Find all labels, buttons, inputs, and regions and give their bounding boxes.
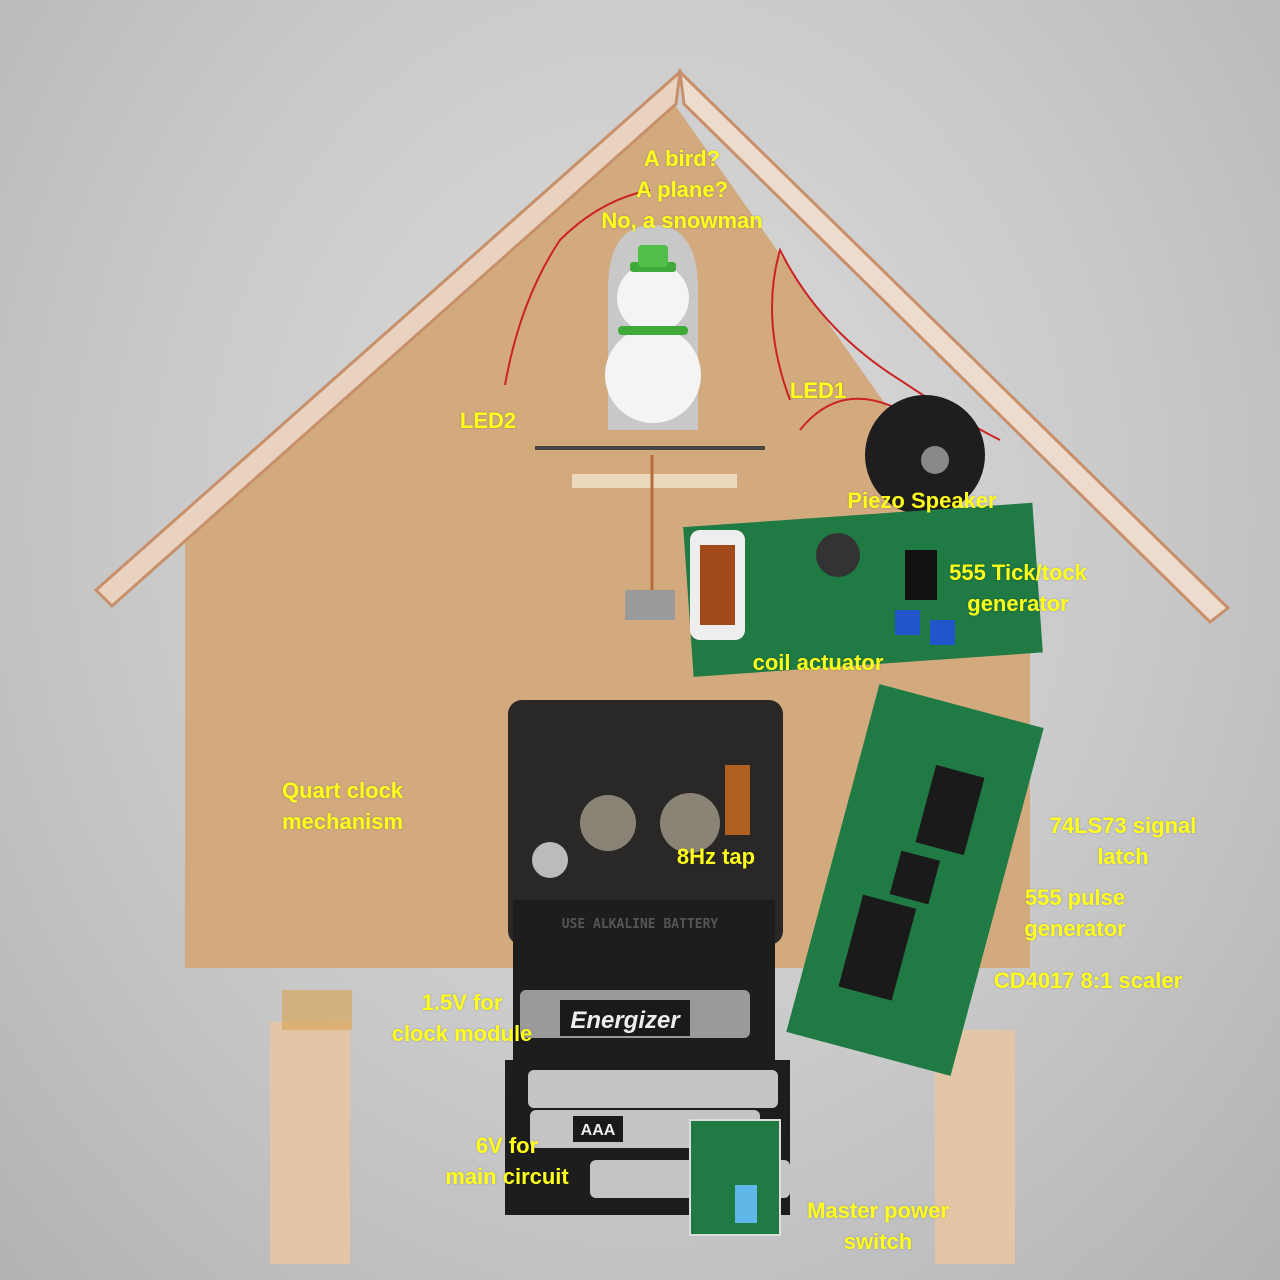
main-battery-label-line: main circuit (445, 1164, 569, 1189)
ic-cd4017 (838, 894, 917, 1001)
energizer-print: Energizer (570, 1007, 681, 1034)
quartz-label: Quart clock mechanism (282, 775, 403, 837)
tap-label: 8Hz tap (676, 844, 756, 869)
pulse-label-line: 555 pulse (1024, 885, 1126, 910)
clock-battery-label-line: 1.5V for (421, 990, 503, 1015)
snowman-label-line: A plane? (635, 177, 729, 202)
battery-holder-print: USE ALKALINE BATTERY (562, 917, 719, 932)
battery-size-print: AAA (581, 1122, 616, 1139)
switch-label-line: Master power (807, 1198, 949, 1223)
latch-label-line: latch (1097, 844, 1149, 869)
tick-tock-label-line: 555 Tick/tock (949, 560, 1087, 585)
snowman-label: A bird? A plane? No, a snowman (601, 143, 762, 236)
led2-label: LED2 (459, 408, 517, 433)
ic-555-tick (905, 550, 937, 600)
ic-74ls73 (915, 764, 985, 856)
main-battery-label-line: 6V for (475, 1133, 539, 1158)
latch-label-line: 74LS73 signal (1049, 813, 1197, 838)
pulse-label: 555 pulse generator (1024, 882, 1125, 944)
quartz-clock-mechanism (508, 700, 783, 945)
roof-right (677, 67, 1231, 624)
left-foot (270, 1022, 350, 1264)
tick-tock-label-line: generator (967, 591, 1069, 616)
quartz-label-line: Quart clock (282, 778, 404, 803)
ic-555-pulse (889, 850, 941, 905)
perch-rod (535, 446, 765, 450)
clock-battery-label: 1.5V for clock module (392, 987, 533, 1049)
roof-left (93, 68, 682, 609)
switch-label: Master power switch (807, 1195, 949, 1257)
clock-battery-label-line: clock module (391, 1021, 533, 1046)
piezo-label: Piezo Speaker (847, 488, 997, 513)
pulse-label-line: generator (1024, 916, 1126, 941)
power-switch[interactable] (735, 1185, 757, 1223)
left-foot-glue (282, 990, 352, 1030)
coil-label: coil actuator (752, 650, 884, 675)
quartz-label-line: mechanism (282, 809, 404, 834)
perch-base (572, 474, 737, 488)
trimmer-2 (930, 620, 955, 645)
latch-label: 74LS73 signal latch (1050, 810, 1197, 872)
switch-label-line: switch (843, 1229, 913, 1254)
led2-wire (504, 189, 651, 386)
snowman-label-line: No, a snowman (601, 208, 763, 233)
trimmer-1 (895, 610, 920, 635)
scaler-label: CD4017 8:1 scaler (993, 968, 1183, 993)
led1-label: LED1 (789, 378, 847, 403)
main-battery-label: 6V for main circuit (445, 1130, 568, 1192)
capacitor (816, 533, 860, 577)
snowman (605, 245, 701, 423)
snowman-label-line: A bird? (643, 146, 721, 171)
pendulum-magnet (625, 590, 675, 620)
tick-tock-label: 555 Tick/tock generator (949, 557, 1087, 619)
house-back-wall (185, 95, 1030, 968)
